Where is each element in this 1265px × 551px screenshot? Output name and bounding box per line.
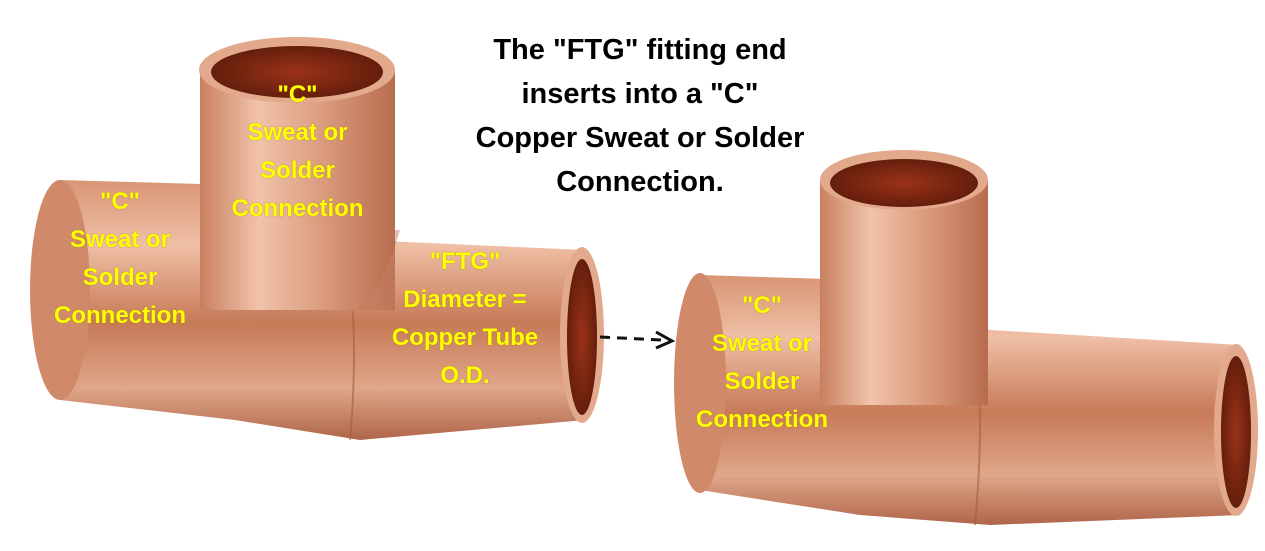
left-copper-tee [30,37,604,441]
label-line: Connection [231,195,364,222]
label-line: "FTG" [429,248,501,275]
label-line: Diameter = [403,286,527,313]
label-line: Connection [696,406,828,433]
label-line: Solder [82,264,158,291]
left-tee-ftg-end-label: "FTG" Diameter = Copper Tube O.D. [375,243,555,395]
caption-text: The "FTG" fitting end inserts into a "C"… [440,28,840,204]
right-copper-tee [674,150,1258,526]
caption-line: Connection. [556,166,724,198]
label-line: "C" [741,292,783,319]
label-line: Solder [724,368,800,395]
label-line: Sweat or [711,330,813,357]
label-line: Solder [260,157,335,184]
label-line: Connection [54,302,186,329]
caption-line: inserts into a "C" [521,78,759,110]
caption-line: Copper Sweat or Solder [475,122,805,154]
label-line: O.D. [440,362,490,389]
label-line: Copper Tube [391,324,539,351]
dashed-arrow-icon [599,330,676,350]
right-tee-left-end-label: "C" Sweat or Solder Connection [672,287,852,439]
label-line: Sweat or [247,119,348,146]
label-line: Sweat or [69,226,171,253]
left-tee-branch-label: "C" Sweat or Solder Connection [200,76,395,228]
left-tee-left-end-label: "C" Sweat or Solder Connection [30,183,210,335]
label-line: "C" [99,188,141,215]
caption-line: The "FTG" fitting end [493,34,787,66]
label-line: "C" [277,81,318,108]
